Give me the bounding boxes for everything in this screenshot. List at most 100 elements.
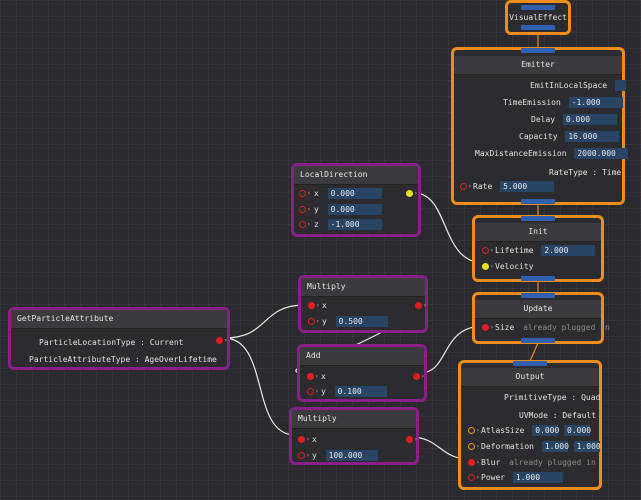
emitter-node[interactable]: Emitter EmitInLocalSpace TimeEmission -1…	[451, 47, 629, 205]
local-direction-y-label: y	[314, 205, 319, 214]
visual-effect-title: VisualEffect	[509, 13, 567, 22]
output-input-slot[interactable]	[513, 361, 547, 366]
atlas-size-input-port[interactable]	[468, 427, 475, 434]
rate-type-label[interactable]: RateType : Time	[549, 168, 622, 177]
multiply-2-y-label: y	[312, 451, 317, 460]
multiply-2-x-port[interactable]	[298, 436, 305, 443]
add-output-port[interactable]	[413, 373, 420, 380]
local-direction-z-chevron-icon: ›	[307, 221, 311, 228]
multiply-1-output-chevron-icon: ›	[423, 302, 427, 309]
rate-label: Rate	[473, 182, 493, 191]
add-x-port[interactable]	[307, 373, 314, 380]
multiply-1-title: Multiply	[307, 282, 346, 291]
update-title: Update	[523, 304, 553, 313]
emitter-input-slot[interactable]	[521, 48, 555, 53]
rate-field[interactable]: 5.000	[500, 181, 555, 192]
multiply-1-header[interactable]: Multiply	[301, 278, 425, 297]
add-x-label: x	[321, 372, 326, 381]
add-y-label: y	[321, 387, 326, 396]
deformation-input-port[interactable]	[468, 443, 475, 450]
atlas-size-y-field[interactable]: 0.000	[564, 425, 591, 436]
local-direction-z-label: z	[314, 220, 319, 229]
multiply-1-y-port[interactable]	[308, 318, 315, 325]
multiply-2-y-field[interactable]: 100.000	[325, 450, 378, 461]
lifetime-field[interactable]: 2.000	[541, 245, 596, 256]
deformation-x-field[interactable]: 1.000	[541, 441, 569, 452]
delay-field[interactable]: 0.000	[562, 114, 617, 125]
visual-effect-node[interactable]: VisualEffect	[505, 0, 571, 35]
init-output-slot[interactable]	[521, 276, 555, 281]
time-emission-field[interactable]: -1.000	[568, 97, 623, 108]
size-chevron-icon: ›	[490, 324, 494, 331]
add-output-chevron-icon: ›	[421, 373, 425, 380]
lifetime-input-port[interactable]	[482, 247, 489, 254]
power-input-port[interactable]	[468, 474, 475, 481]
particle-location-type-label[interactable]: ParticleLocationType : Current	[39, 338, 184, 347]
multiply-1-output-port[interactable]	[415, 302, 422, 309]
capacity-field[interactable]: 16.000	[565, 131, 620, 142]
multiply-node-1[interactable]: Multiply › x › y 0.500 ›	[298, 275, 428, 333]
size-input-port[interactable]	[482, 324, 489, 331]
update-output-slot[interactable]	[521, 338, 555, 343]
local-direction-title: LocalDirection	[300, 170, 368, 179]
multiply-2-output-port[interactable]	[406, 436, 413, 443]
get-particle-attribute-title: GetParticleAttribute	[17, 314, 114, 323]
local-direction-z-field[interactable]: -1.000	[327, 219, 382, 230]
get-particle-attribute-node[interactable]: GetParticleAttribute ParticleLocationTyp…	[8, 307, 230, 370]
local-direction-output-port[interactable]	[406, 190, 413, 197]
get-particle-attribute-header[interactable]: GetParticleAttribute	[11, 310, 227, 329]
particle-attribute-type-label[interactable]: ParticleAttributeType : AgeOverLifetime	[29, 355, 217, 364]
emitter-header[interactable]: Emitter	[454, 56, 622, 75]
primitive-type-label[interactable]: PrimitiveType : Quad	[504, 393, 601, 402]
emit-in-local-space-checkbox[interactable]	[614, 80, 626, 91]
visual-effect-input-slot[interactable]	[521, 5, 555, 10]
multiply-2-title: Multiply	[298, 414, 337, 423]
multiply-2-y-port[interactable]	[298, 452, 305, 459]
atlas-size-x-field[interactable]: 0.000	[532, 425, 559, 436]
local-direction-output-chevron-icon: ›	[414, 190, 418, 197]
rate-input-port[interactable]	[460, 183, 467, 190]
update-input-slot[interactable]	[521, 293, 555, 298]
blur-label: Blur	[481, 458, 501, 467]
add-y-chevron-icon: ›	[315, 388, 319, 395]
visual-effect-output-slot[interactable]	[521, 25, 555, 30]
update-header[interactable]: Update	[475, 300, 601, 319]
update-node[interactable]: Update › Size already plugged in	[472, 292, 610, 344]
deformation-chevron-icon: ›	[476, 443, 480, 450]
output-node[interactable]: Output PrimitiveType : Quad UVMode : Def…	[458, 360, 602, 490]
multiply-1-y-field[interactable]: 0.500	[335, 316, 388, 327]
local-direction-y-field[interactable]: 0.000	[327, 204, 382, 215]
velocity-chevron-icon: ›	[490, 263, 494, 270]
add-node[interactable]: Add › x › y 0.100 ›	[297, 344, 427, 402]
multiply-1-x-port[interactable]	[308, 302, 315, 309]
uv-mode-label[interactable]: UVMode : Default	[519, 411, 597, 420]
power-field[interactable]: 1.000	[512, 472, 563, 483]
init-input-slot[interactable]	[521, 216, 555, 221]
local-direction-y-port[interactable]	[299, 206, 306, 213]
add-header[interactable]: Add	[300, 347, 424, 366]
init-header[interactable]: Init	[475, 223, 601, 242]
local-direction-node[interactable]: LocalDirection › x 0.000 › y 0.000 › z -…	[291, 163, 421, 237]
wire-getattr-multiply1	[223, 304, 306, 339]
local-direction-x-port[interactable]	[299, 190, 306, 197]
get-particle-attribute-output-port[interactable]	[216, 337, 223, 344]
add-y-port[interactable]	[307, 388, 314, 395]
add-y-field[interactable]: 0.100	[334, 386, 387, 397]
velocity-label: Velocity	[495, 262, 534, 271]
local-direction-x-field[interactable]: 0.000	[327, 188, 382, 199]
output-header[interactable]: Output	[461, 368, 599, 387]
multiply-node-2[interactable]: Multiply › x › y 100.000 ›	[289, 407, 419, 465]
local-direction-z-port[interactable]	[299, 221, 306, 228]
multiply-2-header[interactable]: Multiply	[292, 410, 416, 429]
max-distance-emission-field[interactable]: 2000.000	[574, 148, 629, 159]
init-node[interactable]: Init › Lifetime 2.000 › Velocity	[472, 215, 604, 282]
wire-getattr-multiply2	[223, 337, 296, 436]
velocity-input-port[interactable]	[482, 263, 489, 270]
emitter-output-slot[interactable]	[521, 199, 555, 204]
blur-input-port[interactable]	[468, 459, 475, 466]
deformation-y-field[interactable]: 1.000	[573, 441, 601, 452]
max-distance-emission-label: MaxDistanceEmission	[475, 149, 567, 158]
capacity-label: Capacity	[519, 132, 558, 141]
local-direction-header[interactable]: LocalDirection	[294, 166, 418, 185]
output-title: Output	[515, 372, 545, 381]
